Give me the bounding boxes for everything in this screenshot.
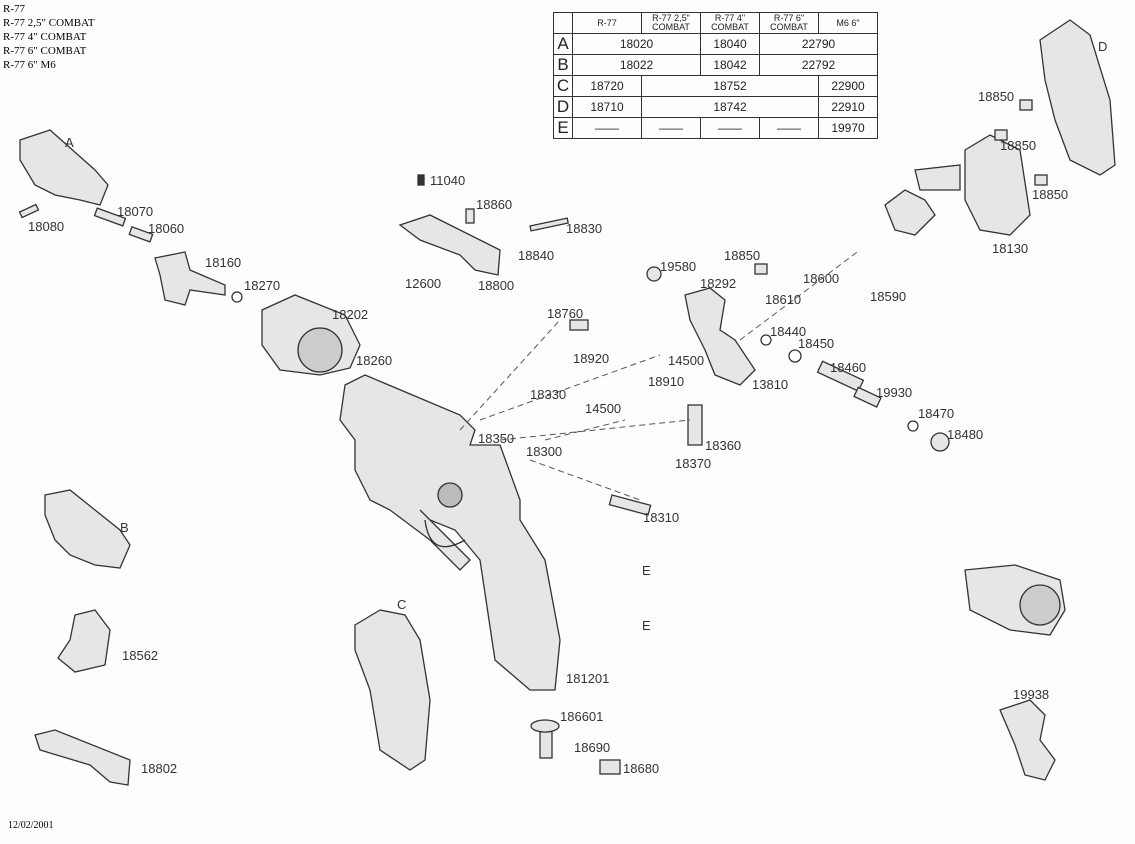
model-name: R-77 — [3, 3, 25, 15]
part-label: 18130 — [992, 241, 1029, 256]
part-label: 18160 — [205, 255, 242, 270]
table-cell: —— — [700, 117, 760, 139]
part-label: 18350 — [478, 431, 515, 446]
table-row: E —— —— —— —— 19970 — [553, 117, 878, 139]
part-label: 18690 — [574, 740, 611, 755]
part-label: 18590 — [870, 289, 907, 304]
latch-18562 — [57, 609, 111, 673]
rear-sight — [34, 214, 501, 786]
part-label: 18562 — [122, 648, 159, 663]
table-cell: —— — [759, 117, 819, 139]
table-row: D 18710 18742 22910 — [553, 96, 878, 118]
part-label: 14500 — [585, 401, 622, 416]
cylinder — [261, 294, 361, 376]
crane — [154, 251, 226, 306]
frame — [339, 374, 561, 691]
table-cell: 22900 — [818, 75, 878, 97]
part-label: 18202 — [332, 307, 369, 322]
model-list: R-77 R-77 2,5" COMBAT R-77 4" COMBAT R-7… — [3, 2, 95, 72]
part-label: 18850 — [1000, 138, 1037, 153]
part-label: B — [120, 520, 129, 535]
table-cell: 22790 — [759, 33, 878, 55]
table-cell: 18720 — [572, 75, 642, 97]
part-label: 19580 — [660, 259, 697, 274]
cylinder-detail — [964, 564, 1066, 636]
barrel-assembly-b — [44, 489, 131, 569]
part-label: 18070 — [117, 204, 154, 219]
part-label: 18840 — [518, 248, 555, 263]
grip-d — [1039, 19, 1116, 176]
part-label: A — [65, 135, 74, 150]
part-label: E — [642, 618, 651, 633]
part-label: 18292 — [700, 276, 737, 291]
part-label: 18480 — [947, 427, 984, 442]
hammer-19938 — [999, 699, 1056, 781]
part-label: E — [642, 563, 651, 578]
part-label: 18360 — [705, 438, 742, 453]
table-cell: —— — [572, 117, 642, 139]
part-label: 12600 — [405, 276, 442, 291]
part-label: 18850 — [724, 248, 761, 263]
part-label: 18830 — [566, 221, 603, 236]
part-label: 186601 — [560, 709, 604, 724]
part-label: 18802 — [141, 761, 178, 776]
small-parts — [18, 99, 1048, 775]
part-label: 18600 — [803, 271, 840, 286]
part-label: 18470 — [918, 406, 955, 421]
model-name: R-77 6" M6 — [3, 59, 56, 71]
part-label: 18460 — [830, 360, 867, 375]
part-label: 19930 — [876, 385, 913, 400]
barrel-assembly-a — [19, 129, 109, 206]
model-name: R-77 6" COMBAT — [3, 45, 87, 57]
part-label: 18850 — [978, 89, 1015, 104]
trigger-assembly — [884, 134, 1031, 236]
table-cell: 19970 — [818, 117, 878, 139]
part-label: 18760 — [547, 306, 584, 321]
table-cell: 18742 — [641, 96, 819, 118]
part-label: 18860 — [476, 197, 513, 212]
date: 12/02/2001 — [8, 820, 54, 831]
part-label: 18610 — [765, 292, 802, 307]
part-label: 18310 — [643, 510, 680, 525]
part-label: 18270 — [244, 278, 281, 293]
part-label: 18260 — [356, 353, 393, 368]
part-label: 18060 — [148, 221, 185, 236]
part-label: 18440 — [770, 324, 807, 339]
table-cell: 22910 — [818, 96, 878, 118]
table-cell: 18042 — [700, 54, 760, 76]
part-label: 18910 — [648, 374, 685, 389]
grip-c — [354, 609, 431, 771]
part-label: 18800 — [478, 278, 515, 293]
part-label: 18080 — [28, 219, 65, 234]
leader-lines — [459, 249, 861, 501]
part-label: 181201 — [566, 671, 610, 686]
part-label: 19938 — [1013, 687, 1050, 702]
table-row: C 18720 18752 22900 — [553, 75, 878, 97]
part-label: 18300 — [526, 444, 563, 459]
part-label: 18920 — [573, 351, 610, 366]
hammer — [684, 287, 756, 386]
part-label: 11040 — [430, 173, 466, 188]
part-label: 18680 — [623, 761, 660, 776]
part-label: 18370 — [675, 456, 712, 471]
part-label: 18450 — [798, 336, 835, 351]
model-name: R-77 4" COMBAT — [3, 31, 87, 43]
part-label: 14500 — [668, 353, 705, 368]
part-label: 18850 — [1032, 187, 1069, 202]
part-number-table: R-77 R-77 2,5" COMBAT R-77 4" COMBAT R-7… — [553, 12, 878, 139]
part-label: D — [1098, 39, 1108, 54]
model-name: R-77 2,5" COMBAT — [3, 17, 95, 29]
part-label: C — [397, 597, 407, 612]
part-label: 13810 — [752, 377, 789, 392]
part-label: 18330 — [530, 387, 567, 402]
